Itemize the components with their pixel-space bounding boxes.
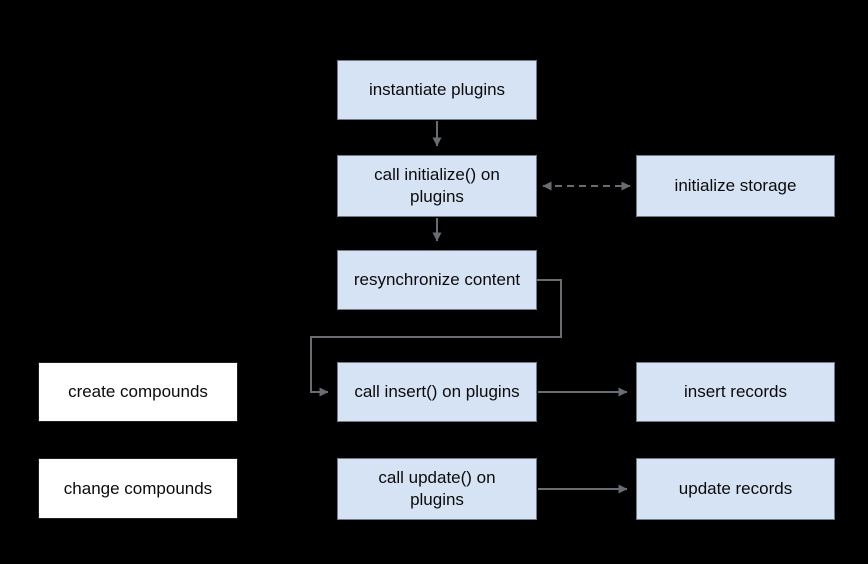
- flow-node-instantiate-plugins: instantiate plugins: [337, 60, 537, 120]
- flow-node-create-compounds: create compounds: [38, 362, 238, 422]
- flow-node-update-records: update records: [636, 458, 835, 520]
- flow-node-resynchronize-content: resynchronize content: [337, 250, 537, 310]
- flow-node-insert-records: insert records: [636, 362, 835, 422]
- flow-node-change-compounds: change compounds: [38, 458, 238, 519]
- flow-node-call-initialize: call initialize() on plugins: [337, 155, 537, 217]
- flow-node-call-insert: call insert() on plugins: [337, 362, 537, 422]
- flow-node-initialize-storage: initialize storage: [636, 155, 835, 217]
- flow-node-call-update: call update() on plugins: [337, 458, 537, 520]
